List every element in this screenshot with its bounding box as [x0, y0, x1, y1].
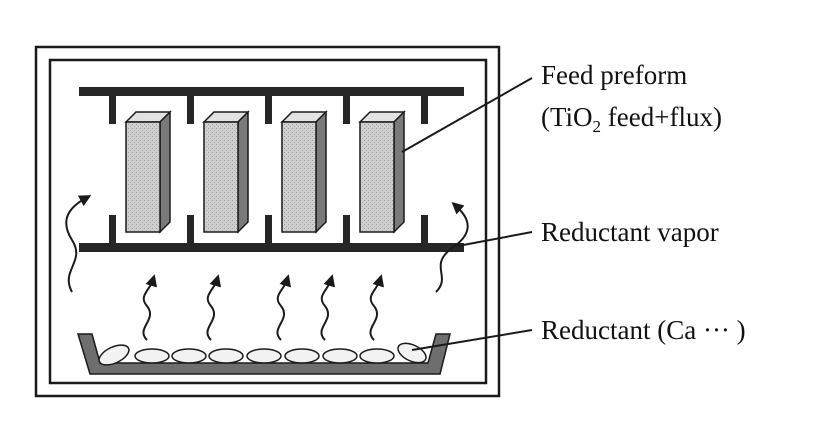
top-shelf — [79, 87, 464, 124]
label-feed-composition: (TiO2 feed+flux) — [541, 102, 722, 136]
label-feed-preform: Feed preform — [541, 60, 688, 90]
leader-line-reductant-vapor — [457, 231, 533, 247]
reductant-pellets — [98, 342, 427, 366]
vapor-arrow-3 — [276, 274, 292, 341]
leader-line-feed-preform — [401, 77, 533, 153]
vapor-arrow-left — [65, 195, 92, 293]
label-feed-composition-prefix: (TiO — [541, 102, 593, 132]
feed-preform-2 — [202, 110, 250, 234]
reductant-tray — [76, 333, 451, 375]
feed-preform-4 — [358, 110, 406, 234]
vapor-arrow-2 — [206, 274, 222, 341]
feed-preform-1 — [124, 110, 172, 234]
vapor-arrow-4 — [320, 274, 336, 341]
leader-line-reductant — [411, 329, 533, 351]
label-feed-composition-subscript: 2 — [592, 117, 602, 136]
vapor-arrow-1 — [142, 274, 158, 341]
label-reductant: Reductant (Ca ··· ) — [541, 315, 746, 345]
label-feed-composition-suffix: feed+flux) — [601, 102, 722, 132]
vapor-arrow-5 — [369, 274, 385, 341]
bottom-shelf — [79, 215, 464, 252]
vapor-arrow-right — [435, 202, 469, 293]
chamber-inner-wall — [48, 58, 488, 385]
label-reductant-vapor: Reductant vapor — [541, 217, 719, 247]
feed-preform-3 — [280, 110, 328, 234]
chamber-outer-wall — [34, 45, 501, 398]
